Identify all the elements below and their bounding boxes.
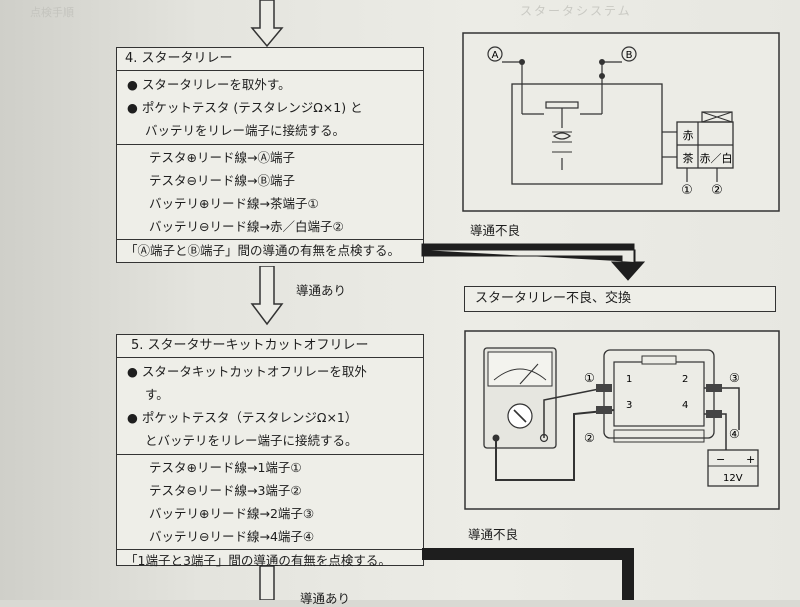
pin4-label: 4	[682, 400, 688, 411]
relay-unit-icon	[603, 349, 715, 443]
pin1-label: 1	[626, 374, 632, 385]
step4-instruction-2: ● ポケットテスタ (テスタレンジΩ×1) と	[127, 100, 363, 115]
step5-connection-1: テスタ⊕リード線→1端子①	[149, 460, 302, 475]
step4-instruction-3: バッテリをリレー端子に接続する。	[145, 123, 346, 138]
pin2-label: 2	[682, 374, 688, 385]
step5-instruction-4: とバッテリをリレー端子に接続する。	[145, 433, 358, 448]
step5-connection-4: バッテリ⊖リード線→4端子④	[149, 529, 315, 544]
lead3-label: ③	[729, 371, 740, 385]
flow-arrow-step5-ok	[259, 566, 275, 600]
battery-voltage-label: 12V	[723, 473, 743, 484]
step5-box: 5. スタータサーキットカットオフリレー ● スタータキットカットオフリレーを取…	[116, 334, 424, 568]
battery-minus-label: −	[716, 453, 725, 466]
starter-relay-diagram: A B 赤 茶 赤／白 ① ②	[462, 32, 780, 212]
wire-label-brown: 茶	[683, 152, 694, 165]
lead2-label: ②	[584, 431, 595, 445]
step5-instruction-3: ● ポケットテスタ（テスタレンジΩ×1）	[127, 410, 358, 425]
step4-connection-1: テスタ⊕リード線→Ⓐ端子	[149, 150, 295, 165]
step4-check: 「Ⓐ端子とⒷ端子」間の導通の有無を点検する。	[117, 239, 423, 261]
step4-connection-2: テスタ⊖リード線→Ⓑ端子	[149, 173, 295, 188]
connector-num-1: ①	[681, 183, 693, 198]
lead1-label: ①	[584, 371, 595, 385]
step5-check: 「1端子と3端子」間の導通の有無を点検する。	[117, 549, 423, 571]
connector-num-2: ②	[711, 183, 723, 198]
step4-title: 4. スタータリレー	[125, 51, 233, 66]
flow-arrow-step4-ok	[250, 266, 284, 326]
step4-ng-result: スタータリレー不良、交換	[464, 286, 776, 312]
step4-connection-3: バッテリ⊕リード線→茶端子①	[149, 196, 319, 211]
step4-ok-label: 導通あり	[296, 283, 347, 298]
flow-arrow-step5-ng	[422, 548, 634, 600]
step5-connection-2: テスタ⊖リード線→3端子②	[149, 483, 302, 498]
terminal-a-label: A	[492, 50, 499, 61]
step5-ok-label: 導通あり	[300, 591, 351, 606]
wire-label-red-white: 赤／白	[700, 151, 733, 165]
step4-connection-4: バッテリ⊖リード線→赤／白端子②	[149, 219, 344, 234]
terminal-b-label: B	[626, 50, 633, 61]
step5-instruction-1: ● スタータキットカットオフリレーを取外	[127, 364, 367, 379]
pin3-label: 3	[626, 400, 632, 411]
battery-icon	[707, 449, 759, 487]
step4-instruction-1: ● スタータリレーを取外す。	[127, 77, 291, 92]
header-left-faded: 点検手順	[30, 6, 74, 19]
cutoff-relay-diagram: 1 2 3 4 ① ② ③ ④ − + 12V	[464, 330, 780, 510]
step4-ng-label: 導通不良	[470, 223, 521, 238]
step4-box: 4. スタータリレー ● スタータリレーを取外す。 ● ポケットテスタ (テスタ…	[116, 47, 424, 263]
flow-arrow-top	[250, 0, 284, 48]
flow-arrow-step4-ng	[421, 243, 646, 281]
ohm-meter-icon	[483, 347, 557, 449]
lead4-label: ④	[729, 427, 740, 441]
step5-connection-3: バッテリ⊕リード線→2端子③	[149, 506, 315, 521]
step5-ng-label: 導通不良	[468, 527, 519, 542]
header-right-faded: スタータシステム	[520, 4, 632, 18]
step5-instruction-2: す。	[145, 387, 169, 402]
battery-plus-label: +	[746, 453, 755, 466]
wire-label-red: 赤	[683, 129, 694, 142]
step5-title: 5. スタータサーキットカットオフリレー	[131, 338, 369, 353]
